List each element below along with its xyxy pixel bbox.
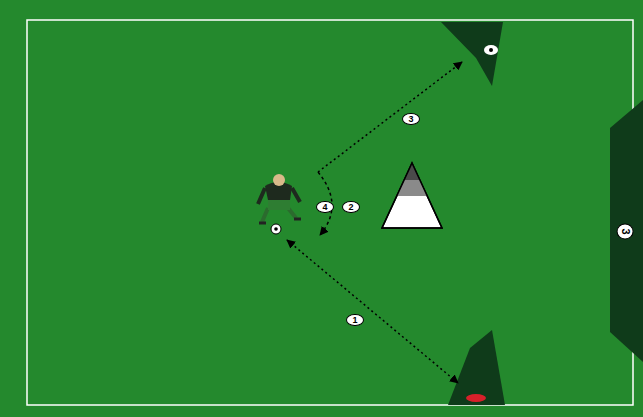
cone-tip <box>404 163 420 180</box>
ball <box>271 224 281 234</box>
cone <box>382 163 442 228</box>
shot-line <box>318 62 462 172</box>
cone-band <box>397 163 427 196</box>
callout-number: 3 <box>402 113 419 125</box>
goal-top <box>441 22 503 86</box>
goal-bottom <box>448 330 505 405</box>
goal-marker <box>484 45 498 55</box>
goal-fill <box>610 100 643 362</box>
callout-number: 4 <box>316 201 333 213</box>
callout-number: 1 <box>346 314 363 326</box>
goal-box: 3 <box>608 100 643 362</box>
player-head <box>273 174 285 186</box>
callout-number: 2 <box>342 201 359 213</box>
player-legs <box>262 208 296 222</box>
goal-marker-dot <box>489 48 493 52</box>
cone-outline <box>382 163 442 228</box>
player-boots <box>259 219 301 223</box>
red-marker <box>466 394 486 402</box>
player <box>258 174 301 223</box>
goal-number: 3 <box>617 223 634 239</box>
pitch-line <box>27 20 633 405</box>
pass-line <box>287 240 458 383</box>
ball-patch <box>274 227 278 231</box>
player-arms <box>258 188 300 204</box>
